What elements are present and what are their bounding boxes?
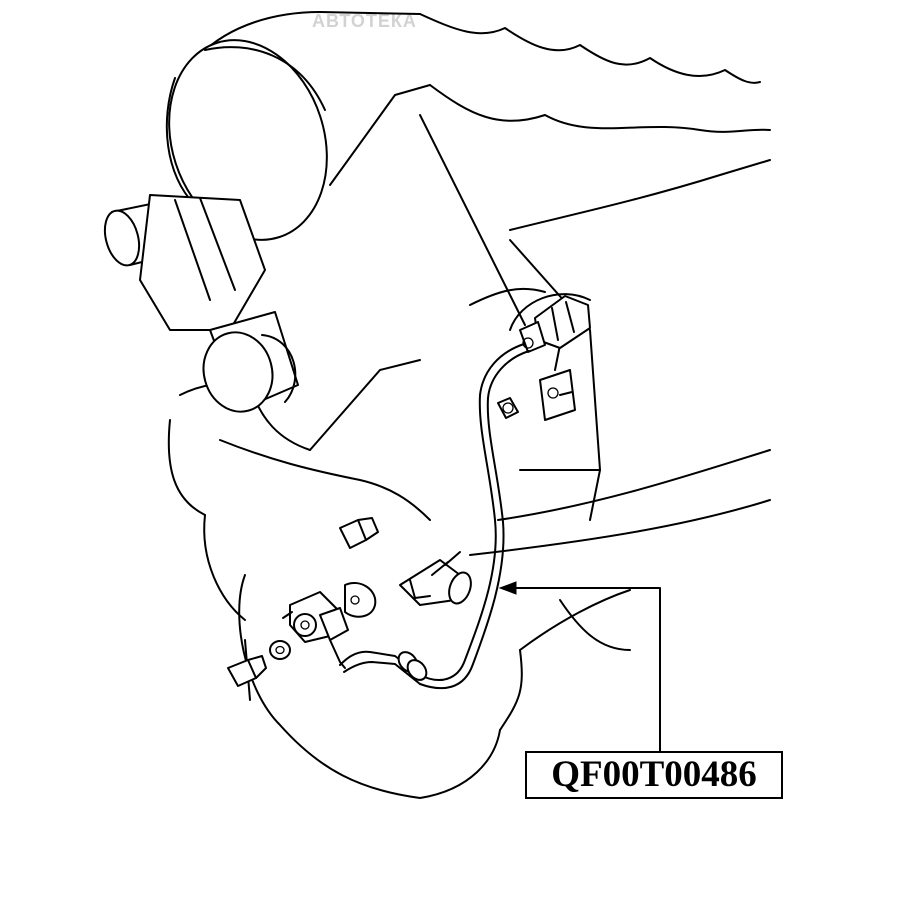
callout-arrow [498, 581, 661, 752]
bolt-upper [339, 517, 379, 549]
speed-sensor-harness [339, 343, 530, 690]
washer [269, 640, 291, 660]
upper-connector [519, 295, 591, 353]
coupling-tube [103, 194, 266, 331]
watermark-text: АВТОТЕКА [312, 11, 417, 31]
harness-bracket [399, 551, 472, 606]
timing-pulley [168, 39, 328, 241]
part-number-label: QF00T00486 [525, 751, 783, 799]
bolt-lower [227, 655, 267, 687]
sensor-housing [497, 293, 591, 421]
small-pulley [202, 311, 299, 413]
lower-sensor-body [282, 582, 377, 669]
